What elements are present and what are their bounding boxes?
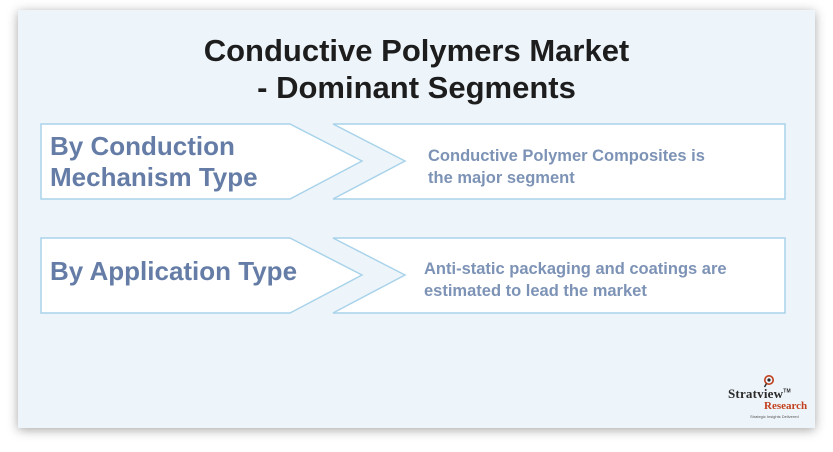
logo-sub: Research (764, 400, 808, 412)
segment-2-label-line-1: By Application Type (50, 256, 298, 286)
segment-1-label-line-2: Mechanism Type (50, 162, 258, 192)
logo-name-text: Stratview (728, 386, 784, 401)
segment-1-description-line-2: the major segment (428, 169, 575, 187)
segment-2-description-line-2: estimated to lead the market (424, 282, 647, 300)
logo-name: StratviewTM (728, 386, 791, 402)
segment-2-description-line-1: Anti-static packaging and coatings are (424, 260, 727, 278)
segment-1-label: By Conduction Mechanism Type (50, 131, 258, 193)
title-line-2: - Dominant Segments (257, 70, 576, 105)
magnifier-icon (763, 375, 774, 388)
title-line-1: Conductive Polymers Market (203, 33, 630, 68)
segment-2-description: Anti-static packaging and coatings are e… (424, 258, 727, 302)
segment-2-description-box (332, 237, 786, 314)
page-title: Conductive Polymers Market - Dominant Se… (0, 32, 833, 106)
logo-trademark: TM (783, 388, 791, 395)
infographic-card (18, 10, 815, 428)
segment-1-description-box (332, 123, 786, 200)
segment-1-label-box (40, 123, 364, 200)
logo-tagline: Strategic Insights Delivered (750, 414, 799, 419)
segment-1-description-line-1: Conductive Polymer Composites is (428, 147, 705, 165)
segment-1-label-line-1: By Conduction (50, 131, 235, 161)
stratview-logo: StratviewTM Research Strategic Insights … (728, 372, 818, 424)
segment-2-label: By Application Type (50, 256, 297, 287)
segment-1-description: Conductive Polymer Composites is the maj… (428, 145, 705, 189)
segment-2-label-box (40, 237, 364, 314)
